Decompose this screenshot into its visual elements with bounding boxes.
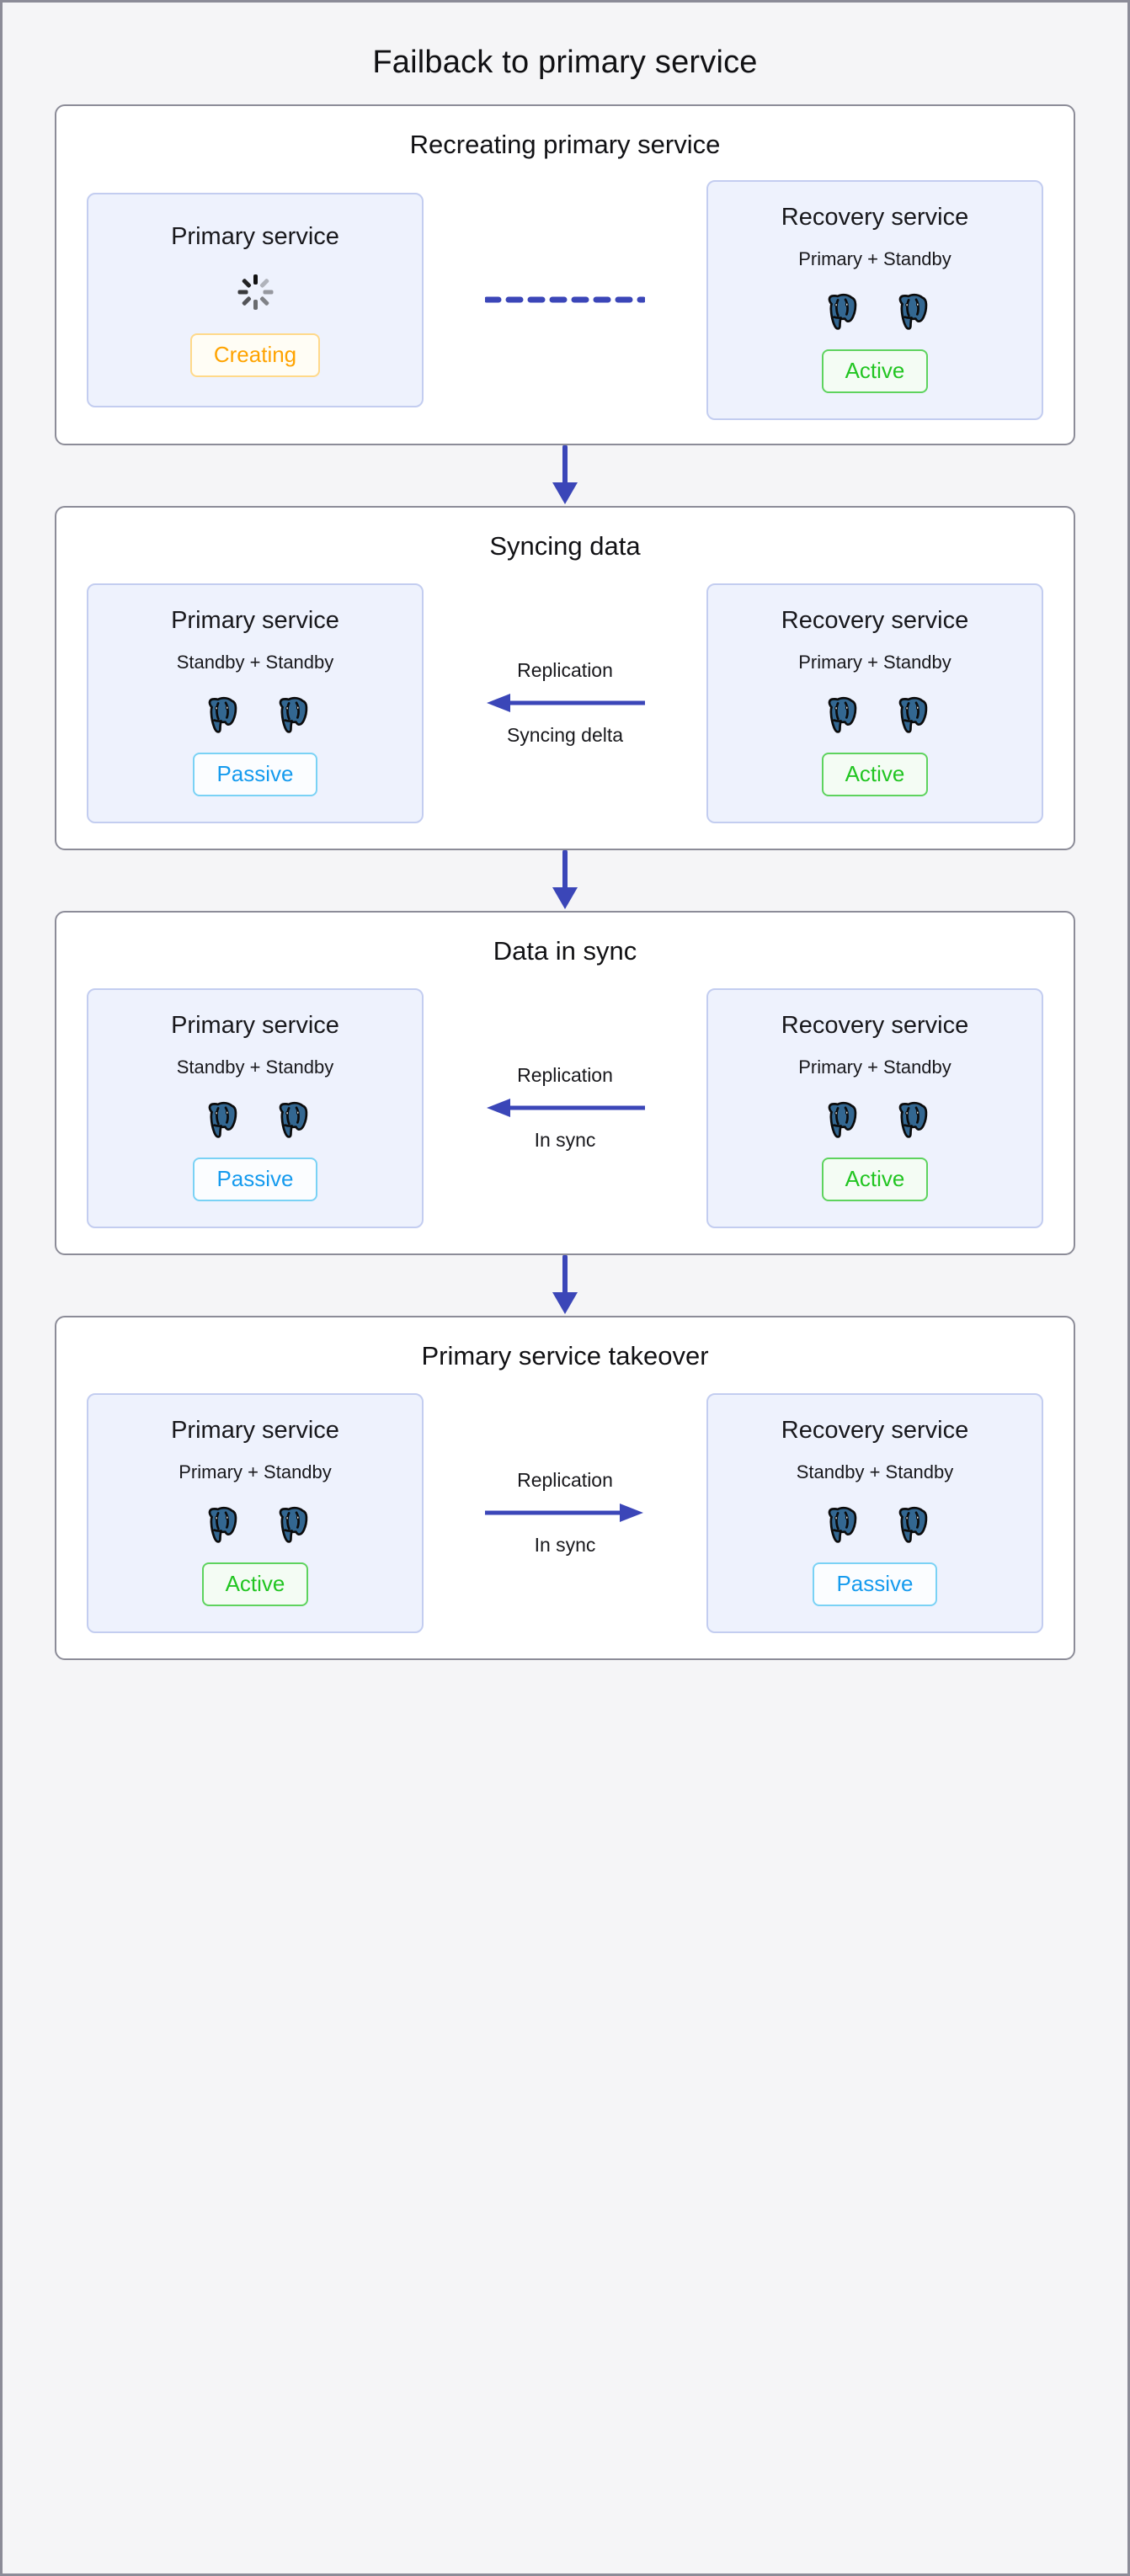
stage-body: Primary service Standby + Standby Passiv… [56,562,1074,823]
postgres-node-group [197,1500,313,1546]
postgresql-icon [898,696,928,733]
status-badge: Active [821,349,929,393]
status-badge: Creating [189,333,321,377]
stage-data-in-sync: Data in sync Primary service Standby + S… [55,910,1075,1255]
postgresql-icon [208,1506,237,1543]
postgres-node-group [197,1095,313,1141]
down-arrow-icon [552,849,578,909]
postgresql-icon [279,1506,308,1543]
service-card-primary-service[interactable]: Primary service Standby + Standby Passiv… [87,583,424,823]
postgresql-icon [898,1506,928,1543]
service-card-role: Standby + Standby [796,1461,954,1482]
connector-label-top: Replication [517,659,613,682]
service-card-role: Standby + Standby [176,651,334,673]
service-card-primary-service[interactable]: Primary service Standby + Standby Passiv… [87,987,424,1228]
postgresql-icon [208,696,237,733]
step-arrow [55,444,1075,506]
service-card-recovery-service[interactable]: Recovery service Standby + Standby Passi… [706,1392,1043,1633]
spinner-icon [236,273,275,311]
postgresql-icon [828,696,857,733]
service-card-role: Primary + Standby [798,1056,951,1078]
postgresql-icon [828,1506,857,1543]
service-card-title: Primary service [171,606,339,634]
postgresql-icon [828,1101,857,1138]
stage-body: Primary service Standby + Standby Passiv… [56,966,1074,1228]
stage-list: Recreating primary service Primary servi… [3,104,1127,1660]
dashed-connector-icon [485,296,645,303]
postgresql-icon [828,293,857,330]
stage-title: Syncing data [489,530,641,561]
postgres-node-group [817,1095,933,1141]
status-badge: Passive [193,1157,317,1201]
service-card-recovery-service[interactable]: Recovery service Primary + Standby Activ… [706,583,1043,823]
stage-title: Recreating primary service [409,130,721,159]
step-arrow [55,1254,1075,1316]
postgresql-icon [208,1101,237,1138]
postgres-node-group [197,690,313,736]
status-badge: Active [201,1562,309,1606]
postgres-node-group [817,690,933,736]
service-card-role: Primary + Standby [798,651,951,673]
postgres-node-group [817,287,933,333]
down-arrow-icon [552,1254,578,1314]
connector-label-top: Replication [517,1064,613,1087]
postgresql-icon [898,293,928,330]
connector-replication: Replication In sync [424,1469,706,1557]
service-card-primary-service[interactable]: Primary service Creating [87,193,424,407]
stage-title: Primary service takeover [421,1340,709,1370]
postgresql-icon [898,1101,928,1138]
postgres-node-group [817,1500,933,1546]
step-arrow [55,849,1075,911]
service-card-role: Primary + Standby [798,248,951,269]
replication-arrow-right-icon [485,1504,643,1523]
service-card-title: Primary service [171,1011,339,1039]
replication-arrow-left-icon [487,694,645,713]
connector-label-bottom: Syncing delta [506,724,624,747]
page-title: Failback to primary service [372,45,758,80]
connector-dashed [424,294,706,306]
stage-primary-service-takeover: Primary service takeover Primary service… [55,1315,1075,1660]
stage-body: Primary service Primary + Standby Active… [56,1371,1074,1633]
service-card-title: Recovery service [781,606,969,634]
service-card-title: Recovery service [781,204,969,231]
connector-replication: Replication In sync [424,1064,706,1152]
service-card-primary-service[interactable]: Primary service Primary + Standby Active [87,1392,424,1633]
service-card-title: Primary service [171,1416,339,1444]
postgresql-icon [279,696,308,733]
stage-body: Primary service Creating Recovery servic… [56,160,1074,420]
status-badge: Active [821,752,929,796]
connector-label-top: Replication [517,1469,613,1492]
status-badge: Passive [813,1562,937,1606]
service-card-recovery-service[interactable]: Recovery service Primary + Standby Activ… [706,180,1043,420]
postgresql-icon [279,1101,308,1138]
down-arrow-icon [552,444,578,504]
status-badge: Passive [193,752,317,796]
service-card-title: Recovery service [781,1416,969,1444]
connector-label-bottom: In sync [534,1534,596,1557]
replication-arrow-left-icon [487,1099,645,1118]
service-card-title: Recovery service [781,1011,969,1039]
service-card-title: Primary service [171,223,339,250]
service-card-recovery-service[interactable]: Recovery service Primary + Standby Activ… [706,987,1043,1228]
stage-recreating-primary-service: Recreating primary service Primary servi… [55,104,1075,445]
connector-label-bottom: In sync [534,1129,596,1152]
service-card-role: Standby + Standby [176,1056,334,1078]
stage-syncing-data: Syncing data Primary service Standby + S… [55,505,1075,850]
connector-replication: Replication Syncing delta [424,659,706,747]
status-badge: Active [821,1157,929,1201]
stage-title: Data in sync [493,935,637,966]
service-card-role: Primary + Standby [179,1461,332,1482]
